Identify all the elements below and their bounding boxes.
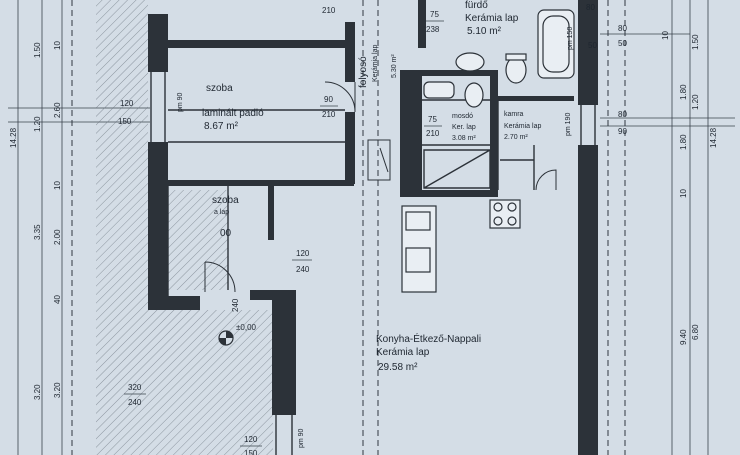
pm90-left: pm 90 [177,92,184,112]
hatched-zones [96,0,273,455]
room-kamra-name: kamra [504,111,524,118]
room-konyha-name: Konyha-Étkező-Nappali [376,332,481,345]
window-w5-height: 90 [618,127,627,136]
door-d4-height: 210 [426,129,440,138]
walls [148,0,598,455]
dim-right-inner-4: 10 [679,189,688,198]
dim-left-inner-3: 10 [53,181,62,190]
window-labels: 120 150 320 240 120 150 80 50 80 90 [118,24,627,455]
dim-right-seg-1: 1.50 [691,34,700,50]
windows [150,72,596,455]
window-w2-width: 320 [128,383,142,392]
door-d6-height: 240 [296,265,310,274]
window-w3-width: 120 [244,435,258,444]
window-w3-height: 150 [244,449,258,455]
door-238: 238 [426,25,440,34]
room-szoba1-area: 8.67 m² [204,121,239,132]
dim-left-total: 14.28 [9,127,18,148]
window-w4-height: 50 [618,39,627,48]
window-w1-width: 120 [120,99,134,108]
mark-50: 50 [588,41,597,50]
room-furdo-floor: Kerámia lap [465,13,519,24]
pm190: pm 190 [565,113,572,136]
window-w2-height: 240 [128,398,142,407]
door-d1-height: 210 [322,6,336,15]
door-d5-height: 240 [231,298,240,312]
dim-left-inner-1: 10 [53,41,62,50]
dim-right-inner-5: 9.40 [679,329,688,345]
door-d6-width: 120 [296,249,310,258]
dim-left-inner-6: 3.20 [53,382,62,398]
dim-right-inner-1: 10 [661,31,670,40]
room-szoba1-floor: laminált padló [202,108,264,119]
mark-80: 80 [586,3,595,12]
room-szoba1-name: szoba [206,83,233,94]
room-furdo-area: 5.10 m² [467,26,502,37]
dashed-lines [71,0,626,455]
room-mosdo-floor: Ker. lap [452,124,476,131]
room-kamra-area: 2.70 m² [504,134,528,141]
door-d4-width: 75 [428,115,437,124]
room-folyoso-area: 5.30 m² [391,54,398,78]
door-d3-width: 90 [324,95,333,104]
window-w4-width: 80 [618,24,627,33]
dim-left-seg-3: 3.35 [33,224,42,240]
fixtures [401,9,575,293]
dim-right-seg-3: 6.80 [691,324,700,340]
room-furdo-name: fürdő [465,0,488,11]
dim-left-inner-2: 2.60 [53,102,62,118]
dim-right-inner-3: 1.80 [679,134,688,150]
room-kamra-floor: Kerámia lap [504,123,541,130]
room-konyha-floor: Kerámia lap [376,347,430,358]
level-marker-icon [218,330,234,346]
dim-left-inner-4: 2.00 [53,229,62,245]
dim-left-seg-2: 1.20 [33,116,42,132]
level-value: ±0,00 [236,323,257,332]
room-mosdo-area: 3.08 m² [452,135,476,142]
window-w1-height: 150 [118,117,132,126]
room-szoba2-floor: a lap [214,209,229,216]
door-d2-width: 75 [430,10,439,19]
misc-marks: pm 90 pm 90 pm 150 pm 190 ±0,00 80 50 [177,3,597,448]
dim-left-seg-1: 1.50 [33,42,42,58]
dim-right-seg-2: 1.20 [691,94,700,110]
door-d3-height: 210 [322,110,336,119]
pm150: pm 150 [567,27,574,50]
room-folyoso-floor: Kerámia lap [372,45,379,82]
dimension-lines [8,0,735,455]
room-mosdo-name: mosdó [452,113,473,120]
dim-left-seg-4: 3.20 [33,384,42,400]
room-konyha-area: 29.58 m² [378,362,418,373]
window-w5-width: 80 [618,110,627,119]
room-folyoso-name: folyosó [358,56,369,88]
room-szoba2-name: szoba [212,195,239,206]
dim-right-total: 14.28 [709,127,718,148]
dim-right-inner-2: 1.80 [679,84,688,100]
room-szoba2-area: 00 [220,228,232,239]
dims-right: 14.28 1.50 1.20 6.80 10 1.80 1.80 10 9.4… [661,31,718,345]
dims-left: 14.28 1.50 1.20 3.35 3.20 10 2.60 10 2.0… [9,41,62,400]
pm90-bottom: pm 90 [298,428,305,448]
door-labels: 210 75 238 90 210 75 210 240 120 240 [231,6,444,312]
dim-left-inner-5: 40 [53,295,62,304]
doors [204,81,557,293]
